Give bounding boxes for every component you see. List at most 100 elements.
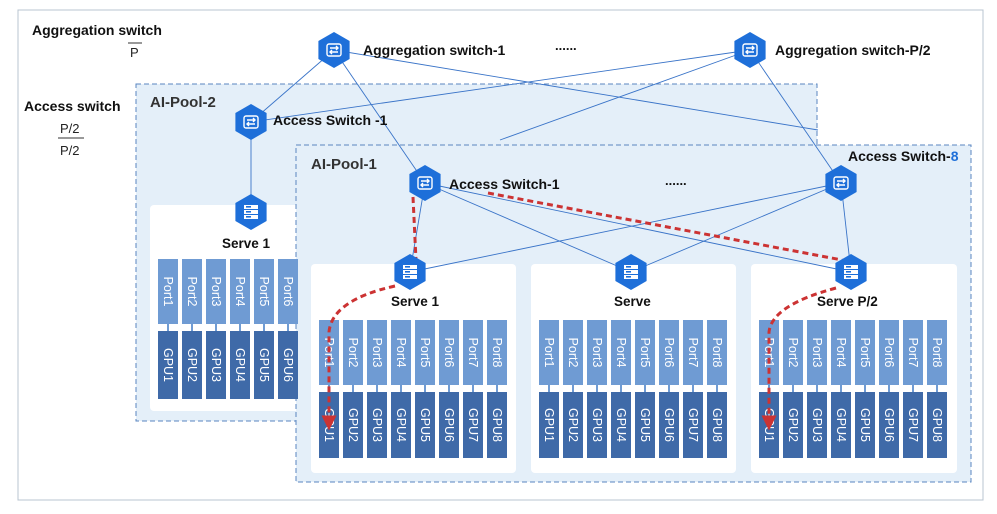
gpu-box: [903, 392, 923, 458]
port-label: Port4: [394, 338, 408, 368]
port-box: [463, 320, 483, 385]
path-switch-to-server1: [411, 196, 418, 261]
gpu-box: [439, 392, 459, 458]
link-line: [424, 182, 852, 273]
switch-icon: [417, 176, 433, 190]
pool2-access-switch-label: Access Switch -1: [273, 112, 388, 128]
ai-pool-2-title: AI-Pool-2: [150, 94, 216, 111]
port-box: [182, 259, 202, 324]
port-box: [415, 320, 435, 385]
port-label: Port3: [590, 338, 604, 368]
port-label: Port8: [710, 338, 724, 368]
server-icon: [403, 265, 417, 279]
link-line: [749, 49, 842, 184]
port-box: [903, 320, 923, 385]
gpu-label: GPU2: [185, 348, 199, 382]
gpu-box: [158, 331, 178, 399]
access-ratio-bottom: P/2: [60, 143, 80, 158]
gpu-label: GPU3: [209, 348, 223, 382]
pool1-access-switch-1-node: [409, 165, 441, 201]
gpu-box: [367, 392, 387, 458]
port-box: [278, 259, 298, 324]
port-label: Port6: [442, 338, 456, 368]
link-line: [409, 182, 842, 273]
gpu-box: [230, 331, 250, 399]
gpu-box: [707, 392, 727, 458]
pool2-server-1-node: [235, 194, 267, 230]
gpu-box: [807, 392, 827, 458]
ai-pool-1-title: AI-Pool-1: [311, 156, 377, 173]
gpu-label: GPU5: [418, 408, 432, 442]
gpu-label: GPU6: [281, 348, 295, 382]
port-label: Port6: [662, 338, 676, 368]
port-label: Port1: [161, 277, 175, 307]
gpu-box: [831, 392, 851, 458]
port-label: Port1: [542, 338, 556, 368]
port-label: Port4: [614, 338, 628, 368]
port-box: [367, 320, 387, 385]
port-box: [707, 320, 727, 385]
switch-hexagon: [318, 32, 350, 68]
pool2-server-label: Serve 1: [222, 236, 271, 251]
gpu-box: [563, 392, 583, 458]
port-label: Port2: [566, 338, 580, 368]
gpu-box: [254, 331, 274, 399]
port-label: Port6: [882, 338, 896, 368]
access-ratio-top: P/2: [60, 121, 80, 136]
pool1-server-1-node: [394, 254, 426, 290]
gpu-label: GPU6: [442, 408, 456, 442]
link-line: [499, 49, 751, 141]
nodes: [235, 32, 867, 290]
port-box: [587, 320, 607, 385]
port-box: [831, 320, 851, 385]
port-box: [563, 320, 583, 385]
pool1-access-ellipsis: ......: [665, 173, 687, 188]
switch-hexagon: [235, 104, 267, 140]
path-serverp2-to-gpu1: [761, 286, 837, 431]
gpu-box: [587, 392, 607, 458]
port-box: [439, 320, 459, 385]
gpu-label: GPU1: [161, 348, 175, 382]
gpu-label: GPU3: [370, 408, 384, 442]
link-line: [250, 49, 335, 123]
gpu-label: GPU4: [233, 348, 247, 382]
port-label: Port4: [233, 277, 247, 307]
port-box: [879, 320, 899, 385]
gpu-box: [611, 392, 631, 458]
gpu-label: GPU2: [346, 408, 360, 442]
port-box: [683, 320, 703, 385]
port-label: Port5: [858, 338, 872, 368]
port-label: Port8: [930, 338, 944, 368]
gpu-box: [683, 392, 703, 458]
gpu-box: [463, 392, 483, 458]
gpu-label: GPU6: [662, 408, 676, 442]
port-label: Port5: [418, 338, 432, 368]
gpu-box: [927, 392, 947, 458]
pool1-access-switch-8-label: Access Switch-8: [848, 148, 959, 164]
server-icon: [624, 265, 638, 279]
pool1-server-p2-node: [835, 254, 867, 290]
gpu-box: [391, 392, 411, 458]
gpu-box: [415, 392, 435, 458]
port-label: Port4: [834, 338, 848, 368]
link-line: [250, 49, 751, 123]
port-box: [230, 259, 250, 324]
port-label: Port1: [322, 338, 336, 368]
port-box: [659, 320, 679, 385]
gpu-box: [783, 392, 803, 458]
